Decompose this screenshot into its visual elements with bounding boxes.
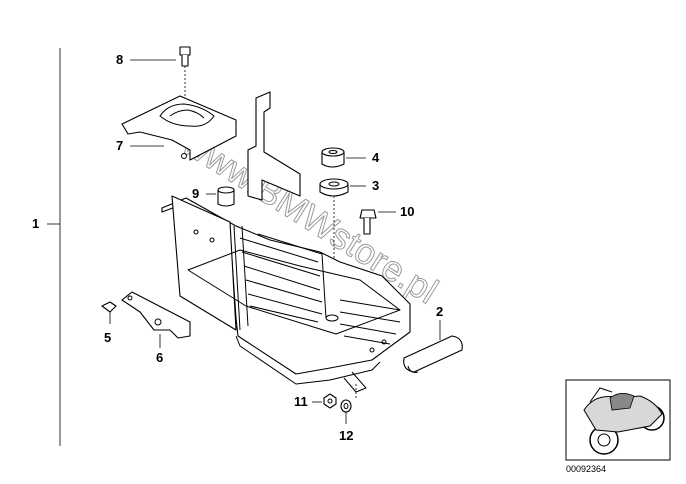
- thumbnail-code: 00092364: [566, 464, 606, 474]
- callout-1[interactable]: 1: [32, 48, 61, 446]
- callout-10-label: 10: [400, 204, 414, 219]
- callout-8-label: 8: [116, 52, 123, 67]
- callout-1-label: 1: [32, 216, 39, 231]
- part-7-bracket-plate[interactable]: 7: [116, 95, 237, 161]
- motorcycle-thumbnail[interactable]: 00092364: [565, 379, 671, 474]
- part-11-nut[interactable]: 11: [294, 393, 337, 409]
- callout-2-label: 2: [436, 304, 443, 319]
- motorcycle-icon: [583, 387, 665, 455]
- callout-5-label: 5: [104, 330, 111, 345]
- part-10-bolt[interactable]: 10: [359, 204, 414, 235]
- callout-6-label: 6: [156, 350, 163, 365]
- callout-12-label: 12: [339, 428, 353, 443]
- part-4-grommet[interactable]: 4: [321, 147, 380, 168]
- callout-9-label: 9: [192, 186, 199, 201]
- part-6-mounting-bracket[interactable]: 6: [121, 291, 191, 365]
- callout-11-label: 11: [294, 394, 308, 409]
- part-8-bolt[interactable]: 8: [116, 46, 191, 96]
- part-12-washer[interactable]: 12: [339, 384, 357, 443]
- part-2-edge-protector[interactable]: 2: [403, 304, 463, 373]
- callout-3-label: 3: [372, 178, 379, 193]
- part-5-screw[interactable]: 5: [101, 301, 117, 345]
- part-3-grommet[interactable]: 3: [319, 178, 379, 312]
- callout-4-label: 4: [372, 150, 380, 165]
- part-9-spacer[interactable]: 9: [192, 186, 235, 207]
- part-1-battery-tray[interactable]: [161, 91, 411, 393]
- callout-7-label: 7: [116, 138, 123, 153]
